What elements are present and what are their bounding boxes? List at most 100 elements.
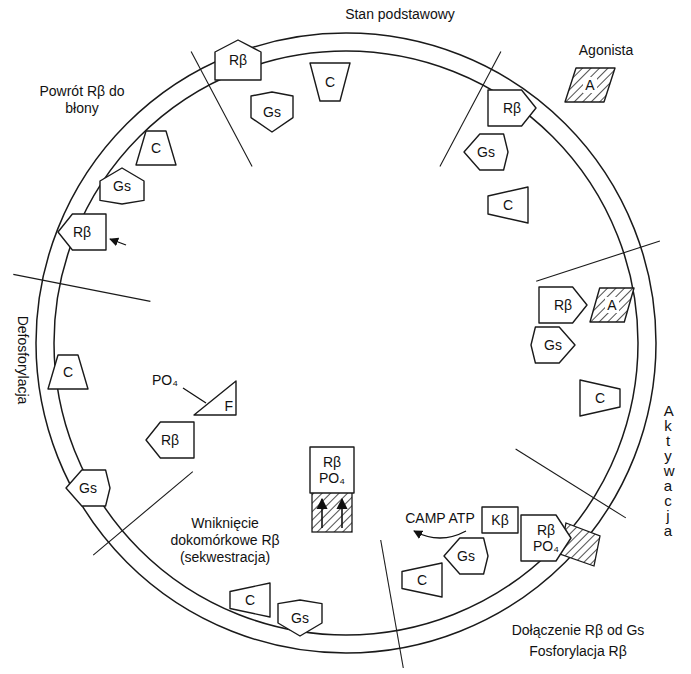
shape-polygon bbox=[590, 288, 634, 322]
shape-polygon bbox=[136, 131, 176, 165]
cyclase-shape: C bbox=[488, 187, 528, 223]
membrane-inner bbox=[54, 51, 638, 635]
shape-text: C bbox=[503, 197, 513, 213]
shape-label: C bbox=[245, 592, 255, 608]
shape-polygon bbox=[215, 40, 261, 80]
gs-protein-shape: Gs bbox=[278, 600, 322, 636]
phosphate-link bbox=[183, 388, 206, 403]
stage-label: PO₄ bbox=[152, 372, 178, 389]
shape-polygon bbox=[100, 168, 144, 204]
membrane-outer bbox=[36, 33, 656, 653]
stage-label: Stan podstawowy bbox=[345, 6, 455, 23]
shape-text: Gs bbox=[291, 610, 309, 626]
shape-label: Rβ bbox=[503, 100, 521, 116]
receptor-shape: RβPO₄ bbox=[521, 515, 571, 561]
shape-label: A bbox=[605, 297, 618, 313]
shape-text: Gs bbox=[79, 480, 97, 496]
gs-protein-shape: Gs bbox=[100, 168, 144, 204]
shape-polygon bbox=[464, 134, 508, 170]
shape-text: Rβ bbox=[503, 100, 521, 116]
divider-line bbox=[516, 449, 626, 518]
gs-protein-shape: Gs bbox=[531, 327, 575, 363]
shape-polygon bbox=[146, 422, 194, 458]
shape-text: C bbox=[63, 364, 73, 380]
shape-polygon bbox=[230, 583, 270, 617]
shape-label: Rβ bbox=[554, 297, 572, 313]
divider-line bbox=[13, 274, 150, 301]
shape-label: C bbox=[325, 74, 335, 90]
shape-text: C bbox=[245, 592, 255, 608]
shape-polygon bbox=[278, 600, 322, 636]
cyclase-shape: C bbox=[402, 563, 442, 597]
stage-label: Fosforylacja Rβ bbox=[529, 643, 627, 660]
gs-protein-shape: Gs bbox=[464, 134, 508, 170]
shape-text: Rβ bbox=[554, 297, 572, 313]
shape-label: C bbox=[63, 364, 73, 380]
shape-text: Rβ bbox=[73, 224, 91, 240]
shape-polygon bbox=[565, 68, 615, 102]
stage-label-vertical: Aktywacja bbox=[664, 403, 672, 538]
shape-text: C bbox=[325, 74, 335, 90]
shape-polygon bbox=[194, 381, 236, 415]
shape-text: Gs bbox=[113, 178, 131, 194]
shape-label: Gs bbox=[457, 548, 475, 564]
receptor-shape: Rβ bbox=[215, 40, 261, 80]
phosphatase-shape: F bbox=[194, 381, 236, 415]
internalized-agonist bbox=[312, 492, 352, 532]
shape-polygon bbox=[580, 380, 620, 416]
shape-polygon bbox=[48, 355, 88, 389]
stage-label: Agonista bbox=[579, 42, 633, 59]
shape-polygon bbox=[58, 214, 106, 250]
shape-polygon bbox=[444, 538, 488, 574]
shape-label: C bbox=[503, 197, 513, 213]
shape-polygon bbox=[402, 563, 442, 597]
shape-text: Rβ bbox=[161, 432, 179, 448]
shape-label: Gs bbox=[477, 144, 495, 160]
kinase-box: Kβ bbox=[482, 507, 518, 533]
receptor-shape: Rβ bbox=[146, 422, 194, 458]
cyclase-shape: C bbox=[136, 131, 176, 165]
shape-label: Rβ bbox=[73, 224, 91, 240]
shape-text: RβPO₄ bbox=[533, 522, 559, 554]
shape-polygon bbox=[488, 187, 528, 223]
shape-polygon bbox=[539, 287, 587, 323]
shape-label: Kβ bbox=[491, 512, 508, 528]
gs-protein-shape: Gs bbox=[251, 92, 293, 132]
sequestered-receptor-box: RβPO₄ bbox=[310, 447, 354, 493]
shape-polygon bbox=[310, 447, 354, 493]
shape-label: A bbox=[583, 77, 596, 93]
stage-label: Powrót Rβ do błony bbox=[36, 83, 128, 117]
divider-line bbox=[381, 540, 404, 668]
shape-polygon bbox=[251, 92, 293, 132]
shape-text: C bbox=[595, 390, 605, 406]
cyclase-shape: C bbox=[230, 583, 270, 617]
receptor-shape: Rβ bbox=[488, 90, 536, 126]
shape-polygon bbox=[521, 515, 571, 561]
shape-text: A bbox=[583, 77, 596, 93]
shape-label: Rβ bbox=[229, 52, 247, 68]
shape-polygon bbox=[310, 63, 350, 101]
stage-label-vertical: Defosforylacja bbox=[14, 316, 31, 405]
shape-text: C bbox=[417, 572, 427, 588]
return-arrow bbox=[110, 239, 126, 245]
cyclase-shape: C bbox=[310, 63, 350, 101]
shape-polygon bbox=[488, 90, 536, 126]
shape-label: Gs bbox=[79, 480, 97, 496]
shape-text: Gs bbox=[263, 104, 281, 120]
shape-text: F bbox=[224, 398, 236, 415]
shape-text: Kβ bbox=[491, 512, 508, 528]
shape-label: Rβ bbox=[161, 432, 179, 448]
shape-label: Rβ bbox=[323, 454, 341, 470]
stage-label: Wniknięcie dokomórkowe Rβ (sekwestracja) bbox=[163, 515, 287, 566]
shape-text: Rβ bbox=[229, 52, 247, 68]
atp-camp-arrow bbox=[414, 531, 466, 538]
divider-line bbox=[536, 241, 660, 281]
shape-label: Gs bbox=[544, 337, 562, 353]
shape-label: Gs bbox=[291, 610, 309, 626]
stage-label: Dołączenie Rβ od Gs bbox=[512, 622, 645, 639]
shape-label: C bbox=[417, 572, 427, 588]
shape-text: A bbox=[605, 297, 618, 313]
shape-label: PO₄ bbox=[533, 538, 559, 554]
shape-text: RβPO₄ bbox=[319, 454, 345, 486]
